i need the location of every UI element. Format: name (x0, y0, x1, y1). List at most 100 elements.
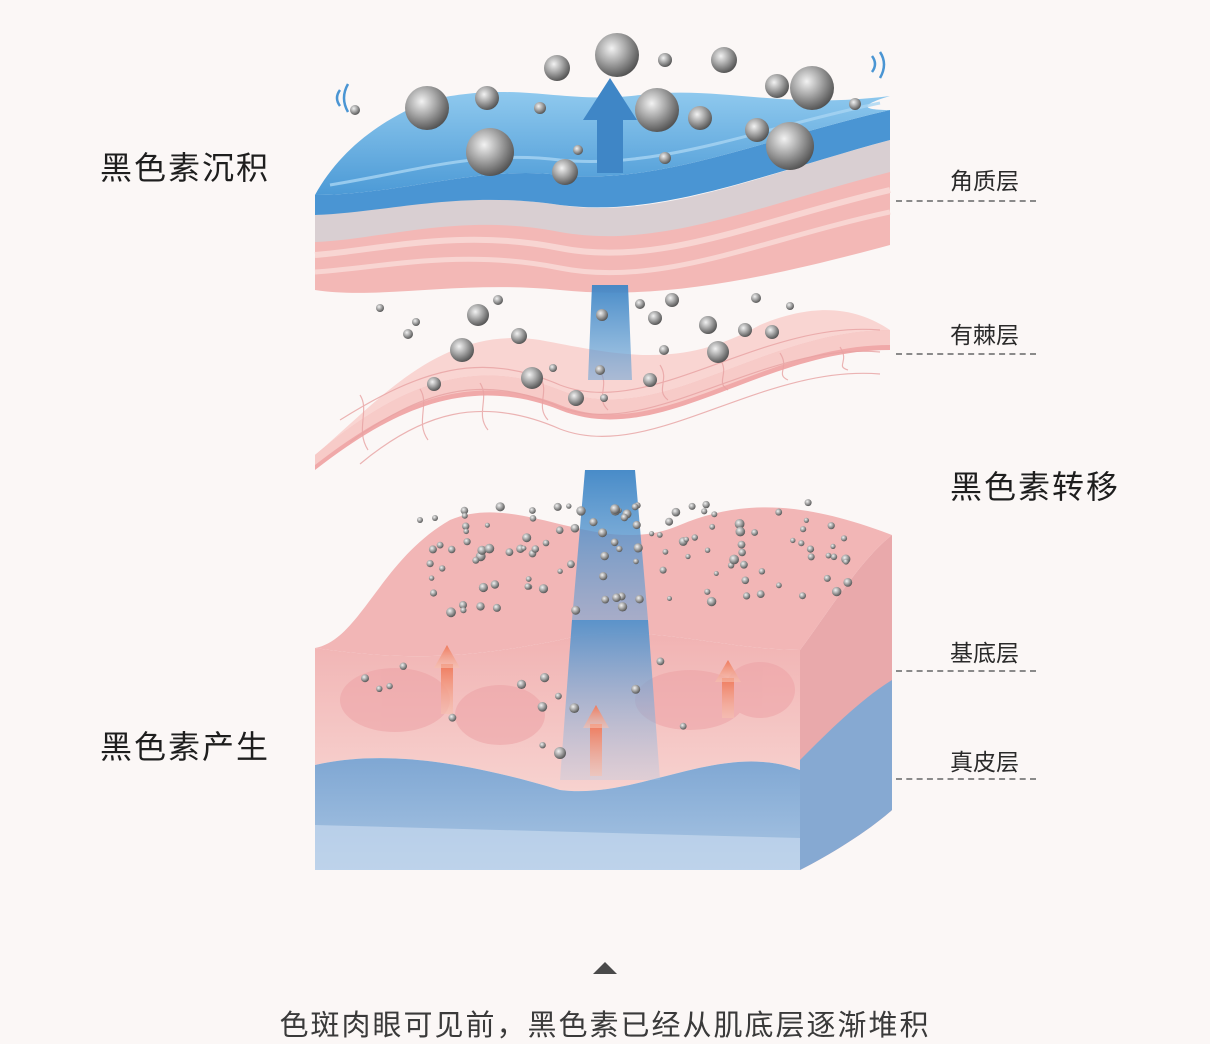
stage-label-transfer: 黑色素转移 (950, 468, 1121, 506)
melanin-particle (766, 122, 814, 170)
up-arrow-icon (715, 660, 741, 718)
melanin-particle (595, 365, 605, 375)
beam-middle (572, 470, 648, 620)
melanin-particle (734, 519, 745, 529)
melanin-particle (665, 293, 679, 307)
block-side-dermis (800, 680, 892, 870)
melanin-particle (659, 345, 669, 355)
melanin-particle (800, 526, 807, 533)
melanin-particle (417, 517, 423, 523)
melanin-particle (790, 66, 834, 110)
melanin-particle (566, 503, 572, 509)
melanin-particle (552, 159, 578, 185)
melanin-particle (832, 586, 842, 597)
melanin-particle (738, 548, 746, 557)
melanin-particle (656, 532, 663, 538)
grid-line (659, 364, 669, 401)
melanin-particle (567, 560, 575, 569)
melanin-particle (825, 552, 832, 559)
grid-line (779, 352, 789, 381)
melanin-particle (635, 299, 645, 309)
melanin-particle (405, 86, 449, 130)
layer-label-spinous: 有棘层 (950, 323, 1019, 349)
melanin-particle (542, 539, 550, 547)
melanin-particle (740, 560, 748, 569)
corneum-pink-stripe (314, 187, 891, 258)
melanin-particle (709, 523, 716, 530)
melanin-particle (610, 504, 620, 514)
melanin-particle (807, 553, 815, 561)
melanin-particle (743, 592, 751, 600)
melanin-particle (806, 545, 815, 553)
melanin-particle (643, 373, 657, 387)
melanin-particle (803, 517, 810, 523)
melanin-particle (428, 575, 435, 581)
dermis-bottom-band (315, 825, 800, 870)
melanin-particle (573, 145, 583, 155)
spinous-grid-lines (339, 328, 881, 465)
melanin-particle (493, 295, 503, 305)
melanin-particle (553, 502, 562, 511)
melanin-particle (426, 560, 434, 568)
melanin-particle (460, 506, 469, 515)
melanin-particle (361, 674, 369, 683)
melanin-particle (554, 747, 566, 759)
melanin-particle (633, 558, 639, 565)
melanin-particle (386, 682, 393, 690)
melanin-particle (600, 394, 608, 402)
melanin-particle (531, 545, 540, 553)
melanin-production-arrows (434, 645, 741, 776)
melanin-particle (484, 522, 490, 528)
melanin-particle (576, 506, 586, 516)
melanin-particle (751, 529, 758, 536)
melanin-particle (521, 367, 543, 389)
grid-line (359, 372, 881, 465)
melanin-particle (659, 152, 671, 164)
melanin-particle (478, 582, 488, 593)
melanin-particle (511, 328, 527, 344)
melanin-particle (691, 534, 698, 541)
melanin-particle (448, 545, 456, 554)
melanin-particle (529, 515, 537, 522)
melanin-particle (665, 517, 674, 526)
melanin-particle (516, 679, 527, 690)
melanin-particle (476, 602, 485, 611)
stage-label-deposit: 黑色素沉积 (100, 149, 271, 187)
melanin-particle (658, 53, 672, 67)
melanin-particle (758, 568, 766, 575)
melanin-particle (461, 512, 468, 519)
corneum-pink-lower (315, 170, 890, 293)
melanin-particle (706, 596, 717, 607)
melanin-particle (557, 568, 563, 574)
leader-line (896, 670, 1036, 672)
melanin-particle (679, 722, 687, 730)
leader-line (896, 200, 1036, 202)
melanin-particle (776, 582, 782, 589)
melanin-particle (702, 500, 710, 509)
melanin-particle (463, 538, 471, 546)
melanin-particle (635, 88, 679, 132)
melanin-particle (840, 535, 848, 542)
melanin-particle (490, 580, 500, 589)
melanin-particle (534, 102, 546, 114)
melanin-particle (830, 543, 836, 550)
melanin-particle (799, 592, 806, 600)
melanin-particle (737, 540, 746, 549)
melanin-particle (610, 538, 619, 547)
melanin-particle (843, 578, 853, 587)
melanin-particle (612, 593, 621, 602)
melanin-particle (704, 547, 711, 553)
melanin-particle (699, 316, 717, 334)
melanin-particle (463, 528, 470, 535)
melanin-particle (429, 589, 438, 597)
spinous-sheet-top (315, 310, 890, 455)
layer-label-basal: 基底层 (950, 641, 1019, 667)
melanin-particle (544, 55, 570, 81)
corneum-gray-band (315, 140, 890, 242)
melanin-particle (631, 503, 639, 511)
melanin-particle (599, 572, 608, 581)
melanin-particle (596, 309, 608, 321)
melanin-particle (790, 537, 796, 544)
melanin-particle (432, 515, 438, 521)
grid-line (359, 394, 369, 451)
